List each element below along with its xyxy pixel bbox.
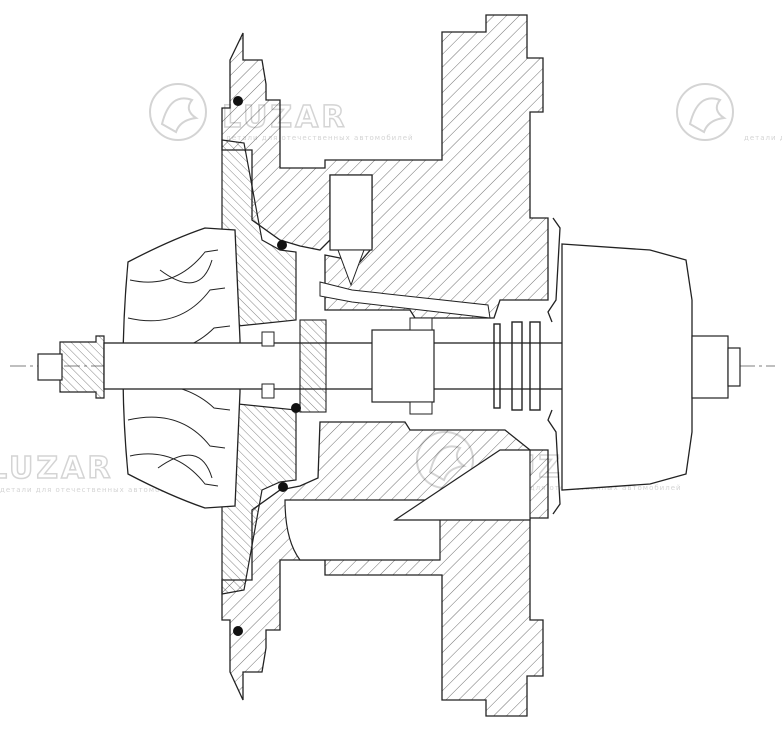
watermark-tagline: детали для отечественных автомобилей bbox=[0, 486, 188, 494]
oil-inlet-tip bbox=[337, 249, 365, 287]
turbine-shaft bbox=[103, 342, 565, 390]
bearing-bolts bbox=[261, 317, 433, 415]
piston-rings bbox=[493, 321, 541, 411]
heat-shield bbox=[547, 217, 561, 515]
thrust-collar bbox=[299, 319, 327, 413]
watermark-brand: LUZAR bbox=[0, 451, 113, 486]
luzar-logo-icon bbox=[149, 83, 207, 141]
luzar-logo-icon bbox=[676, 83, 734, 141]
shaft-tip bbox=[37, 353, 63, 381]
turbine-wheel bbox=[561, 243, 693, 491]
bearing bbox=[371, 329, 435, 403]
oil-cavity bbox=[284, 499, 441, 561]
oil-passage bbox=[319, 281, 491, 319]
compressor-nut bbox=[59, 335, 105, 399]
watermark-tagline: детали для отечественных автомобилей bbox=[226, 134, 414, 142]
watermark-top-center: LUZAR детали для отечественных автомобил… bbox=[149, 83, 414, 142]
watermark-top-right: детали для отечественных автомобилей bbox=[676, 83, 782, 142]
bearing-housing bbox=[221, 14, 549, 319]
oil-drain bbox=[393, 449, 531, 521]
watermark-tagline: детали для отечественных автомобилей bbox=[744, 134, 782, 142]
turbine-nut-tip bbox=[727, 347, 741, 387]
turbine-nut bbox=[691, 335, 729, 399]
watermark-middle-left: LUZAR детали для отечественных автомобил… bbox=[0, 450, 188, 494]
compressor-backplate-lower bbox=[221, 403, 297, 595]
o-ring-seals bbox=[233, 96, 301, 636]
oil-inlet-bore bbox=[329, 174, 373, 251]
